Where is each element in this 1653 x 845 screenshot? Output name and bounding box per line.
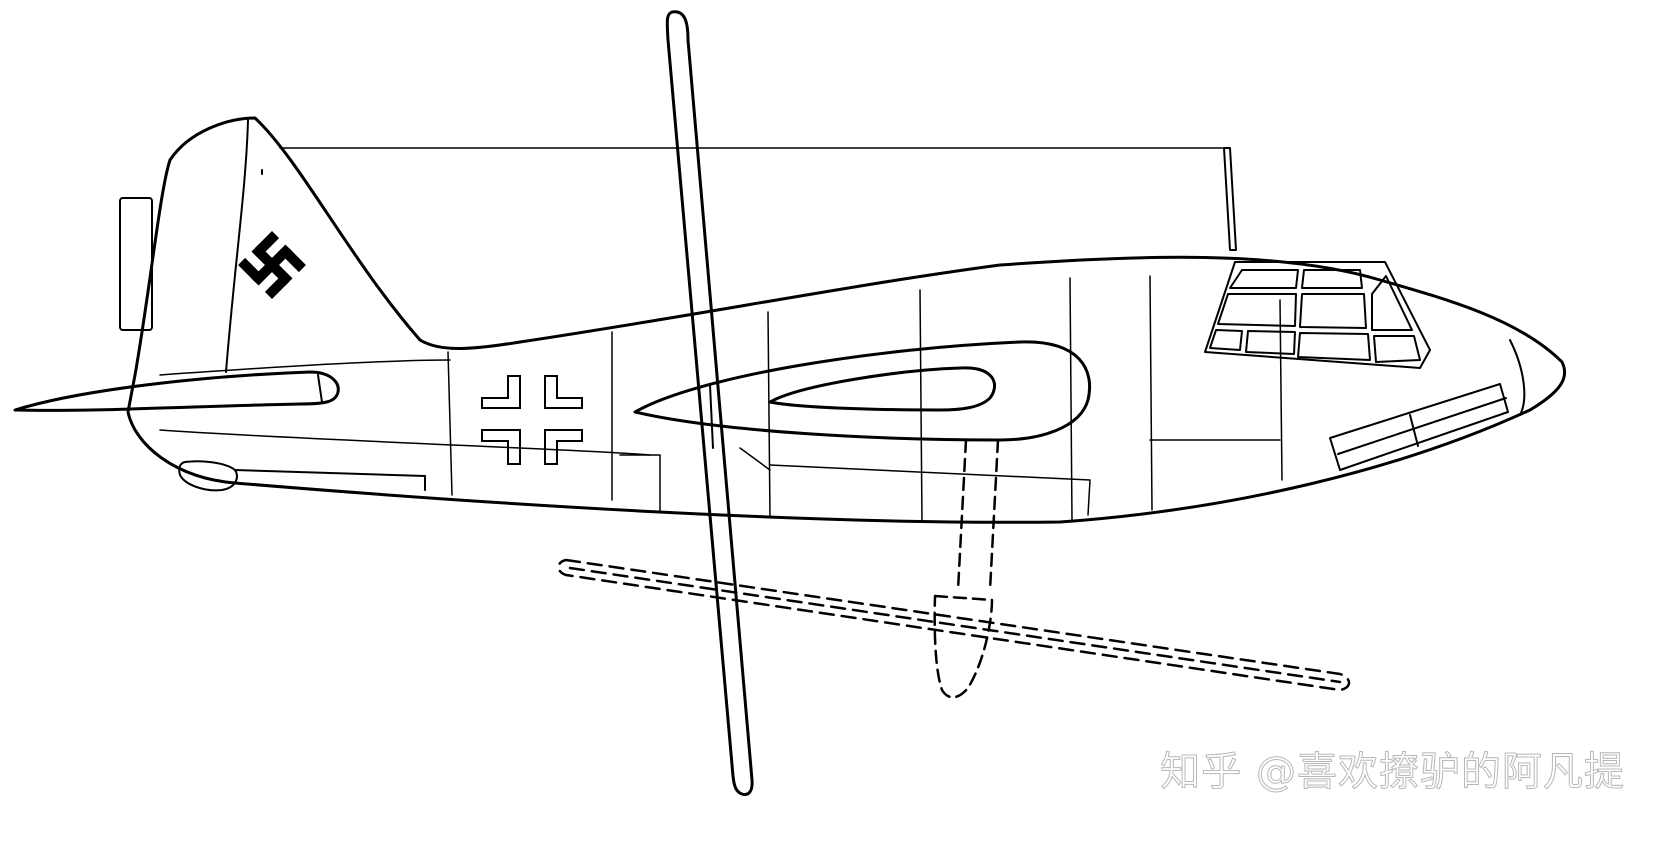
nose-glazing xyxy=(1330,340,1524,470)
tail-swastika-emblem xyxy=(238,231,306,299)
cockpit-canopy xyxy=(1205,262,1430,368)
antenna-wire xyxy=(280,148,1236,250)
watermark-text: 知乎 @喜欢撩驴的阿凡提 xyxy=(1160,749,1625,796)
landing-gear-dashed xyxy=(935,440,998,697)
lowered-wing-dashed xyxy=(559,560,1350,690)
propeller-blade xyxy=(667,12,752,795)
tail-fin xyxy=(120,120,262,372)
balkenkreuz-marking xyxy=(482,376,582,464)
tailplane xyxy=(15,372,338,410)
engine-nacelle xyxy=(635,342,1090,440)
tail-wheel-fairing xyxy=(179,461,237,490)
panel-lines xyxy=(160,276,1282,522)
fuselage-outline xyxy=(128,118,1565,522)
